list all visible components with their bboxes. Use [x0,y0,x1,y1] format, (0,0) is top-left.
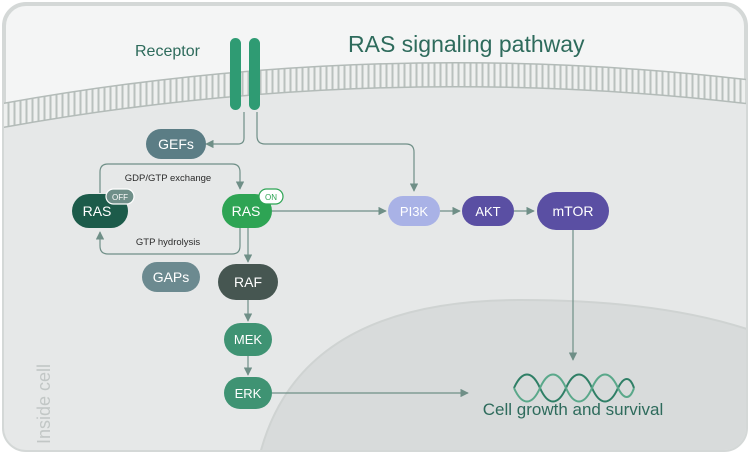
node-akt: AKT [462,196,514,226]
cell-membrane [4,62,746,128]
node-mtor-label: mTOR [553,203,594,219]
node-ras-on: RAS ON [222,188,284,228]
dna-icon [513,373,635,403]
node-raf-label: RAF [234,274,262,290]
node-gefs: GEFs [146,129,206,159]
node-raf: RAF [218,264,278,300]
node-mek-label: MEK [234,332,263,347]
arrow-gdp-gtp-exchange [99,163,245,193]
label-gdp-gtp-exchange: GDP/GTP exchange [125,173,211,184]
node-akt-label: AKT [475,204,500,219]
on-badge-label: ON [265,193,277,202]
node-ras-off-label: RAS [83,203,112,219]
node-ras-off: RAS OFF [72,188,135,228]
receptor-icon [230,38,260,110]
node-gaps: GAPs [142,262,200,292]
node-ras-on-label: RAS [232,203,261,219]
outcome-label: Cell growth and survival [483,400,663,419]
arrow-receptor-gefs [205,112,245,149]
label-gtp-hydrolysis: GTP hydrolysis [136,237,200,248]
inside-cell-label: Inside cell [34,364,54,444]
node-pi3k-label: PI3K [400,204,429,219]
arrow-receptor-pi3k [256,112,419,192]
off-badge-label: OFF [112,193,128,202]
diagram-title: RAS signaling pathway [348,31,585,57]
node-pi3k: PI3K [388,196,440,226]
node-gaps-label: GAPs [153,269,190,285]
off-badge [105,188,135,205]
node-erk-label: ERK [235,386,262,401]
on-badge [258,188,284,205]
node-mek: MEK [224,323,272,356]
receptor-label: Receptor [135,43,201,60]
node-erk: ERK [224,377,272,409]
arrow-gtp-hydrolysis [95,226,241,255]
node-gefs-label: GEFs [158,136,194,152]
nucleus-region [260,300,746,450]
node-mtor: mTOR [537,192,609,230]
